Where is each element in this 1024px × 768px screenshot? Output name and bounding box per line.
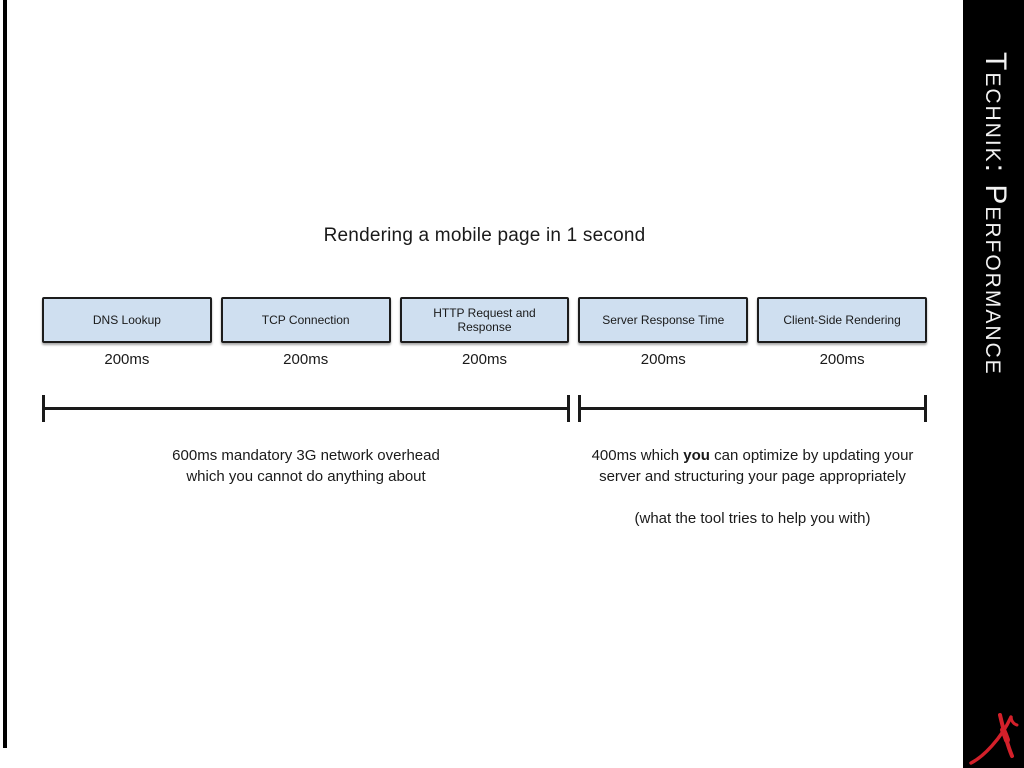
optimize-line1-bold: you bbox=[683, 447, 710, 464]
overhead-annotation: 600ms mandatory 3G network overhead whic… bbox=[22, 445, 590, 487]
phase-box-server: Server Response Time bbox=[578, 297, 749, 343]
optimize-line1-prefix: 400ms which bbox=[591, 447, 684, 464]
timeline-phases: DNS Lookup 200ms TCP Connection 200ms HT… bbox=[42, 297, 927, 368]
sidebar-title: Technik: Performance bbox=[979, 52, 1012, 376]
phase-duration-http: 200ms bbox=[461, 351, 507, 368]
phase-box-http: HTTP Request and Response bbox=[399, 297, 570, 343]
optimize-annotation-line1: 400ms which you can optimize by updating… bbox=[568, 445, 937, 466]
signature-scribble-icon bbox=[969, 713, 1019, 765]
optimize-range-bar bbox=[581, 406, 924, 410]
phase-box-client: Client-Side Rendering bbox=[757, 297, 927, 343]
phase-duration-dns: 200ms bbox=[104, 351, 150, 368]
phase-dns: DNS Lookup 200ms bbox=[42, 297, 212, 368]
overhead-range-bracket bbox=[42, 395, 570, 422]
optimize-line1-suffix: can optimize by updating your bbox=[709, 447, 914, 464]
diagram-title: Rendering a mobile page in 1 second bbox=[323, 225, 646, 246]
phase-server: Server Response Time 200ms bbox=[578, 297, 749, 368]
phase-http: HTTP Request and Response 200ms bbox=[399, 297, 570, 368]
phase-duration-client: 200ms bbox=[819, 351, 865, 368]
phase-box-dns: DNS Lookup bbox=[42, 297, 212, 343]
phase-tcp: TCP Connection 200ms bbox=[220, 297, 391, 368]
optimize-annotation: 400ms which you can optimize by updating… bbox=[568, 445, 937, 487]
tool-note: (what the tool tries to help you with) bbox=[634, 510, 871, 527]
phase-duration-server: 200ms bbox=[640, 351, 686, 368]
overhead-annotation-line2: which you cannot do anything about bbox=[186, 468, 426, 485]
optimize-annotation-line2: server and structuring your page appropr… bbox=[599, 468, 906, 485]
sidebar: Technik: Performance bbox=[963, 0, 1024, 768]
phase-box-tcp: TCP Connection bbox=[220, 297, 391, 343]
left-border-rule bbox=[3, 0, 7, 748]
phase-client: Client-Side Rendering 200ms bbox=[757, 297, 927, 368]
overhead-annotation-line1: 600ms mandatory 3G network overhead bbox=[172, 447, 440, 464]
phase-duration-tcp: 200ms bbox=[283, 351, 329, 368]
optimize-range-bracket bbox=[578, 395, 927, 422]
overhead-range-bar bbox=[45, 406, 567, 410]
